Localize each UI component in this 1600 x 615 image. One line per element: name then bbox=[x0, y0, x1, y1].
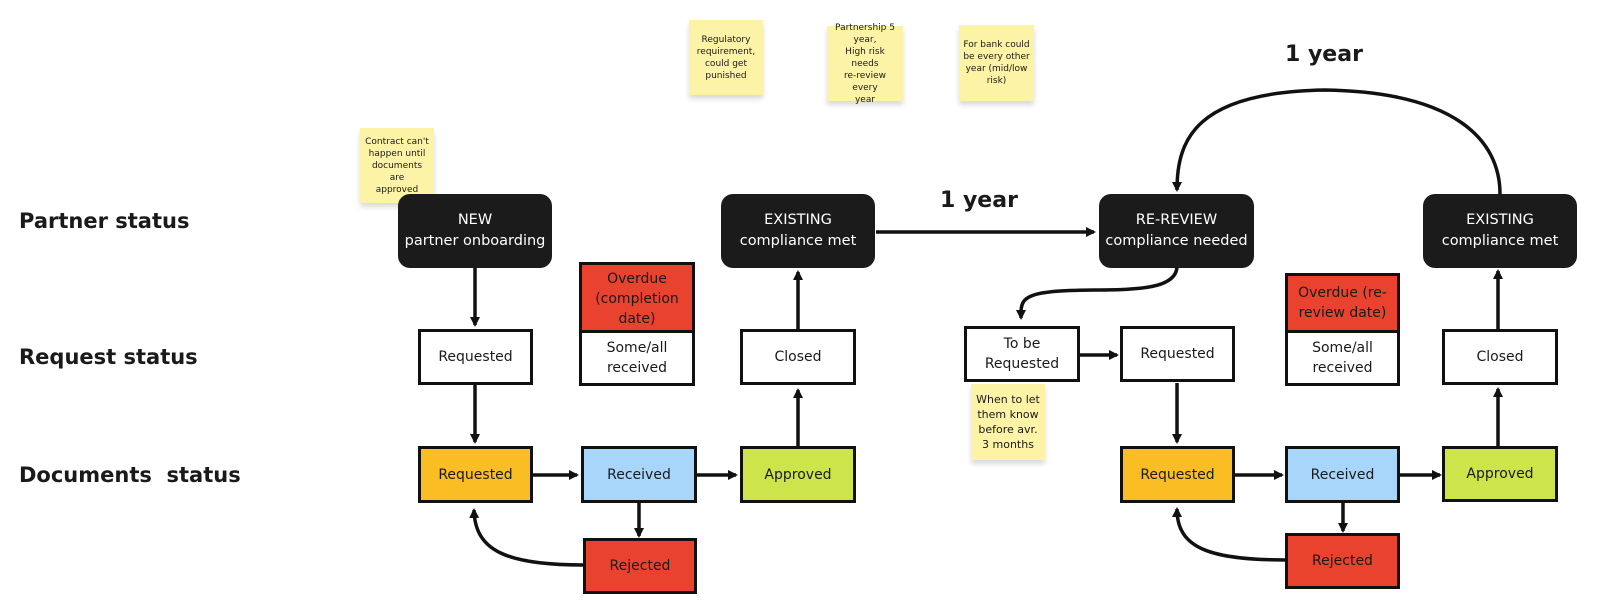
node-request-requested-2[interactable]: Requested bbox=[1120, 326, 1235, 382]
sticky-note-bank: For bank could be every other year (mid/… bbox=[959, 25, 1034, 101]
node-doc-approved-2[interactable]: Approved bbox=[1442, 446, 1558, 502]
sticky-note-when-to-let: When to let them know before avr. 3 mont… bbox=[971, 384, 1045, 460]
node-existing-compliance-met[interactable]: EXISTING compliance met bbox=[721, 194, 875, 268]
row-label-partner-status: Partner status bbox=[19, 209, 190, 233]
row-label-request-status: Request status bbox=[19, 345, 198, 369]
node-doc-requested-2[interactable]: Requested bbox=[1120, 446, 1235, 503]
node-new-partner-onboarding[interactable]: NEW partner onboarding bbox=[398, 194, 552, 268]
sticky-note-partnership: Partnership 5 year, High risk needs re-r… bbox=[827, 23, 903, 105]
arrow-existing2-to-rereview bbox=[1172, 88, 1502, 195]
year-label-middle: 1 year bbox=[940, 188, 1018, 213]
node-request-overdue[interactable]: Overdue (completion date) bbox=[579, 262, 695, 333]
sticky-note-contract: Contract can't happen until documents ar… bbox=[360, 128, 434, 203]
node-request-some-received[interactable]: Some/all received bbox=[579, 330, 695, 386]
node-request-requested[interactable]: Requested bbox=[418, 329, 533, 385]
node-existing-compliance-met-2[interactable]: EXISTING compliance met bbox=[1423, 194, 1577, 268]
node-request-overdue-2[interactable]: Overdue (re- review date) bbox=[1285, 273, 1400, 330]
arrow-rejected-to-requested bbox=[469, 508, 584, 567]
node-request-closed-2[interactable]: Closed bbox=[1442, 329, 1558, 385]
sticky-note-regulatory: Regulatory requirement, could get punish… bbox=[689, 20, 763, 95]
node-request-some-received-2[interactable]: Some/all received bbox=[1285, 330, 1400, 386]
node-rereview-compliance-needed[interactable]: RE-REVIEW compliance needed bbox=[1099, 194, 1254, 268]
row-label-documents-status: Documents status bbox=[19, 463, 241, 487]
node-doc-rejected-2[interactable]: Rejected bbox=[1285, 533, 1400, 589]
node-doc-received[interactable]: Received bbox=[581, 446, 697, 503]
arrow-rereview-to-to-be-requested bbox=[1015, 265, 1179, 320]
node-doc-received-2[interactable]: Received bbox=[1285, 446, 1400, 503]
node-doc-requested[interactable]: Requested bbox=[418, 446, 533, 503]
node-doc-rejected[interactable]: Rejected bbox=[583, 538, 697, 594]
node-request-to-be-requested[interactable]: To be Requested bbox=[964, 326, 1080, 382]
node-doc-approved[interactable]: Approved bbox=[740, 446, 856, 503]
arrow-rejected2-to-requested2 bbox=[1172, 507, 1288, 562]
node-request-closed[interactable]: Closed bbox=[740, 329, 856, 385]
year-label-top: 1 year bbox=[1285, 42, 1363, 67]
